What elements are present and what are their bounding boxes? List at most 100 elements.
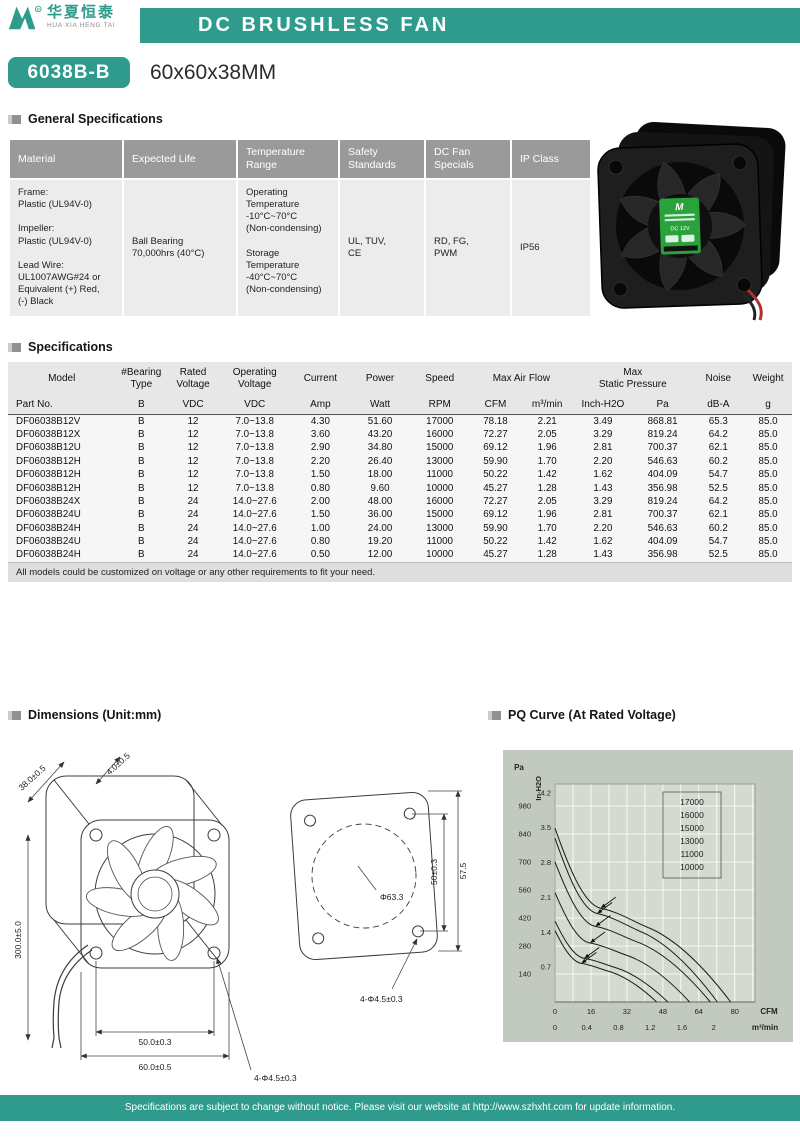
brand-logo-icon: R (8, 5, 42, 30)
spec-header-cell: Power (350, 362, 410, 396)
footer-bar: Specifications are subject to change wit… (0, 1095, 800, 1121)
plate-dimension-labels: Φ63.3 50±0.3 57.5 4-Φ4.5±0.3 (360, 859, 468, 1004)
spec-cell: 7.0~13.8 (235, 442, 274, 454)
spec-cell: 16000 (426, 495, 454, 507)
general-specs-header-row: Material Expected Life Temperature Range… (10, 140, 590, 178)
spec-cell: 2.81 (593, 442, 613, 454)
spec-cell: 1.43 (593, 549, 613, 561)
spec-unit-cell: Inch-H2O (573, 396, 633, 415)
spec-cell: 34.80 (367, 442, 393, 454)
pq-chart-svg: PaIn-H2O1402804205607008409800.71.42.12.… (503, 750, 793, 1042)
spec-cell: 50.22 (483, 536, 508, 548)
svg-text:0.4: 0.4 (581, 1023, 591, 1032)
svg-text:2.8: 2.8 (541, 858, 551, 867)
spec-note-row: All models could be customized on voltag… (8, 561, 792, 582)
section-title-general-specs: General Specifications (8, 112, 163, 126)
spec-cell: 868.81 (647, 415, 678, 427)
spec-cell: DF06038B24H (16, 522, 81, 534)
spec-header-cell: #Bearing Type (115, 362, 168, 396)
spec-cell: 13000 (426, 455, 454, 467)
spec-cell: B (138, 469, 145, 481)
spec-cell: 819.24 (647, 495, 678, 507)
svg-text:48: 48 (659, 1007, 667, 1016)
spec-cell: 404.09 (647, 536, 678, 548)
spec-units-row: Part No. B VDC VDC Amp Watt RPM CFM m³/m… (8, 396, 792, 415)
svg-text:16: 16 (587, 1007, 595, 1016)
spec-cell: 7.0~13.8 (235, 429, 274, 441)
svg-text:2: 2 (712, 1023, 716, 1032)
spec-cell: 18.00 (367, 469, 393, 481)
spec-cell: 3.29 (593, 495, 613, 507)
spec-cell: 12 (187, 482, 199, 494)
spec-cell: DF06038B24H (16, 549, 81, 561)
svg-text:700: 700 (518, 858, 531, 867)
spec-unit-cell: dB-A (692, 396, 745, 415)
spec-cell: 1.96 (537, 509, 557, 521)
spec-cell: 59.90 (483, 455, 508, 467)
spec-cell: 19.20 (367, 536, 393, 548)
spec-cell: 69.12 (483, 509, 508, 521)
spec-unit-cell: CFM (469, 396, 522, 415)
spec-note-text: All models could be customized on voltag… (8, 561, 792, 582)
spec-cell: B (138, 509, 145, 521)
spec-cell: 1.62 (593, 469, 613, 481)
spec-cell: 2.21 (537, 415, 557, 427)
spec-cell: 7.0~13.8 (235, 415, 274, 427)
spec-unit-cell: VDC (167, 396, 219, 415)
spec-unit-cell: Watt (350, 396, 410, 415)
fan-hub-label: M DC 12V (659, 197, 701, 255)
spec-cell: 0.50 (310, 549, 330, 561)
spec-cell: 52.5 (708, 549, 728, 561)
spec-cell: 85.0 (758, 429, 778, 441)
section-title-text: Dimensions (Unit:mm) (28, 708, 162, 722)
svg-text:10000: 10000 (680, 862, 704, 872)
spec-cell: 2.20 (593, 455, 613, 467)
spec-cell: 54.7 (708, 469, 728, 481)
spec-cell: DF06038B24U (16, 509, 81, 521)
spec-cell: 10000 (426, 482, 454, 494)
col-ip-class: IP Class (512, 140, 590, 178)
dim-width: 60.0±0.5 (138, 1062, 171, 1072)
spec-cell: 1.62 (593, 536, 613, 548)
section-title-specifications: Specifications (8, 340, 113, 354)
spec-header-cell: Model (8, 362, 116, 396)
cell-expected-life: Ball Bearing 70,000hrs (40°C) (124, 180, 236, 316)
spec-cell: 85.0 (758, 442, 778, 454)
section-bullet-icon (12, 342, 21, 352)
section-bullet-icon (492, 710, 501, 720)
spec-cell: 7.0~13.8 (235, 469, 274, 481)
svg-text:140: 140 (518, 970, 531, 979)
spec-cell: 59.90 (483, 522, 508, 534)
spec-cell: B (138, 415, 145, 427)
spec-cell: 2.81 (593, 509, 613, 521)
spec-unit-cell: m³/min (521, 396, 574, 415)
spec-cell: 0.80 (310, 482, 330, 494)
spec-cell: 700.37 (647, 509, 678, 521)
spec-cell: DF06038B12H (16, 455, 81, 467)
spec-header-cell: Operating Voltage (218, 362, 291, 396)
fan-red-wire (746, 288, 763, 321)
section-title-text: PQ Curve (At Rated Voltage) (508, 708, 676, 722)
section-title-dimensions: Dimensions (Unit:mm) (8, 708, 161, 722)
spec-cell: 2.05 (537, 429, 557, 441)
svg-text:420: 420 (518, 914, 531, 923)
brand-text: 华夏恒泰 HUA XIA HENG TAI (47, 4, 115, 29)
svg-text:11000: 11000 (680, 849, 703, 859)
svg-text:16000: 16000 (680, 810, 704, 820)
spec-cell: 12 (187, 442, 199, 454)
spec-cell: 11000 (426, 469, 453, 481)
spec-cell: 404.09 (647, 469, 678, 481)
spec-cell: 15000 (426, 509, 454, 521)
col-expected-life: Expected Life (124, 140, 236, 178)
cell-ip-class: IP56 (512, 180, 590, 316)
spec-cell: 1.50 (310, 509, 330, 521)
general-specs-body-row: Frame: Plastic (UL94V-0) Impeller: Plast… (10, 180, 590, 316)
spec-cell: 2.00 (310, 495, 330, 507)
